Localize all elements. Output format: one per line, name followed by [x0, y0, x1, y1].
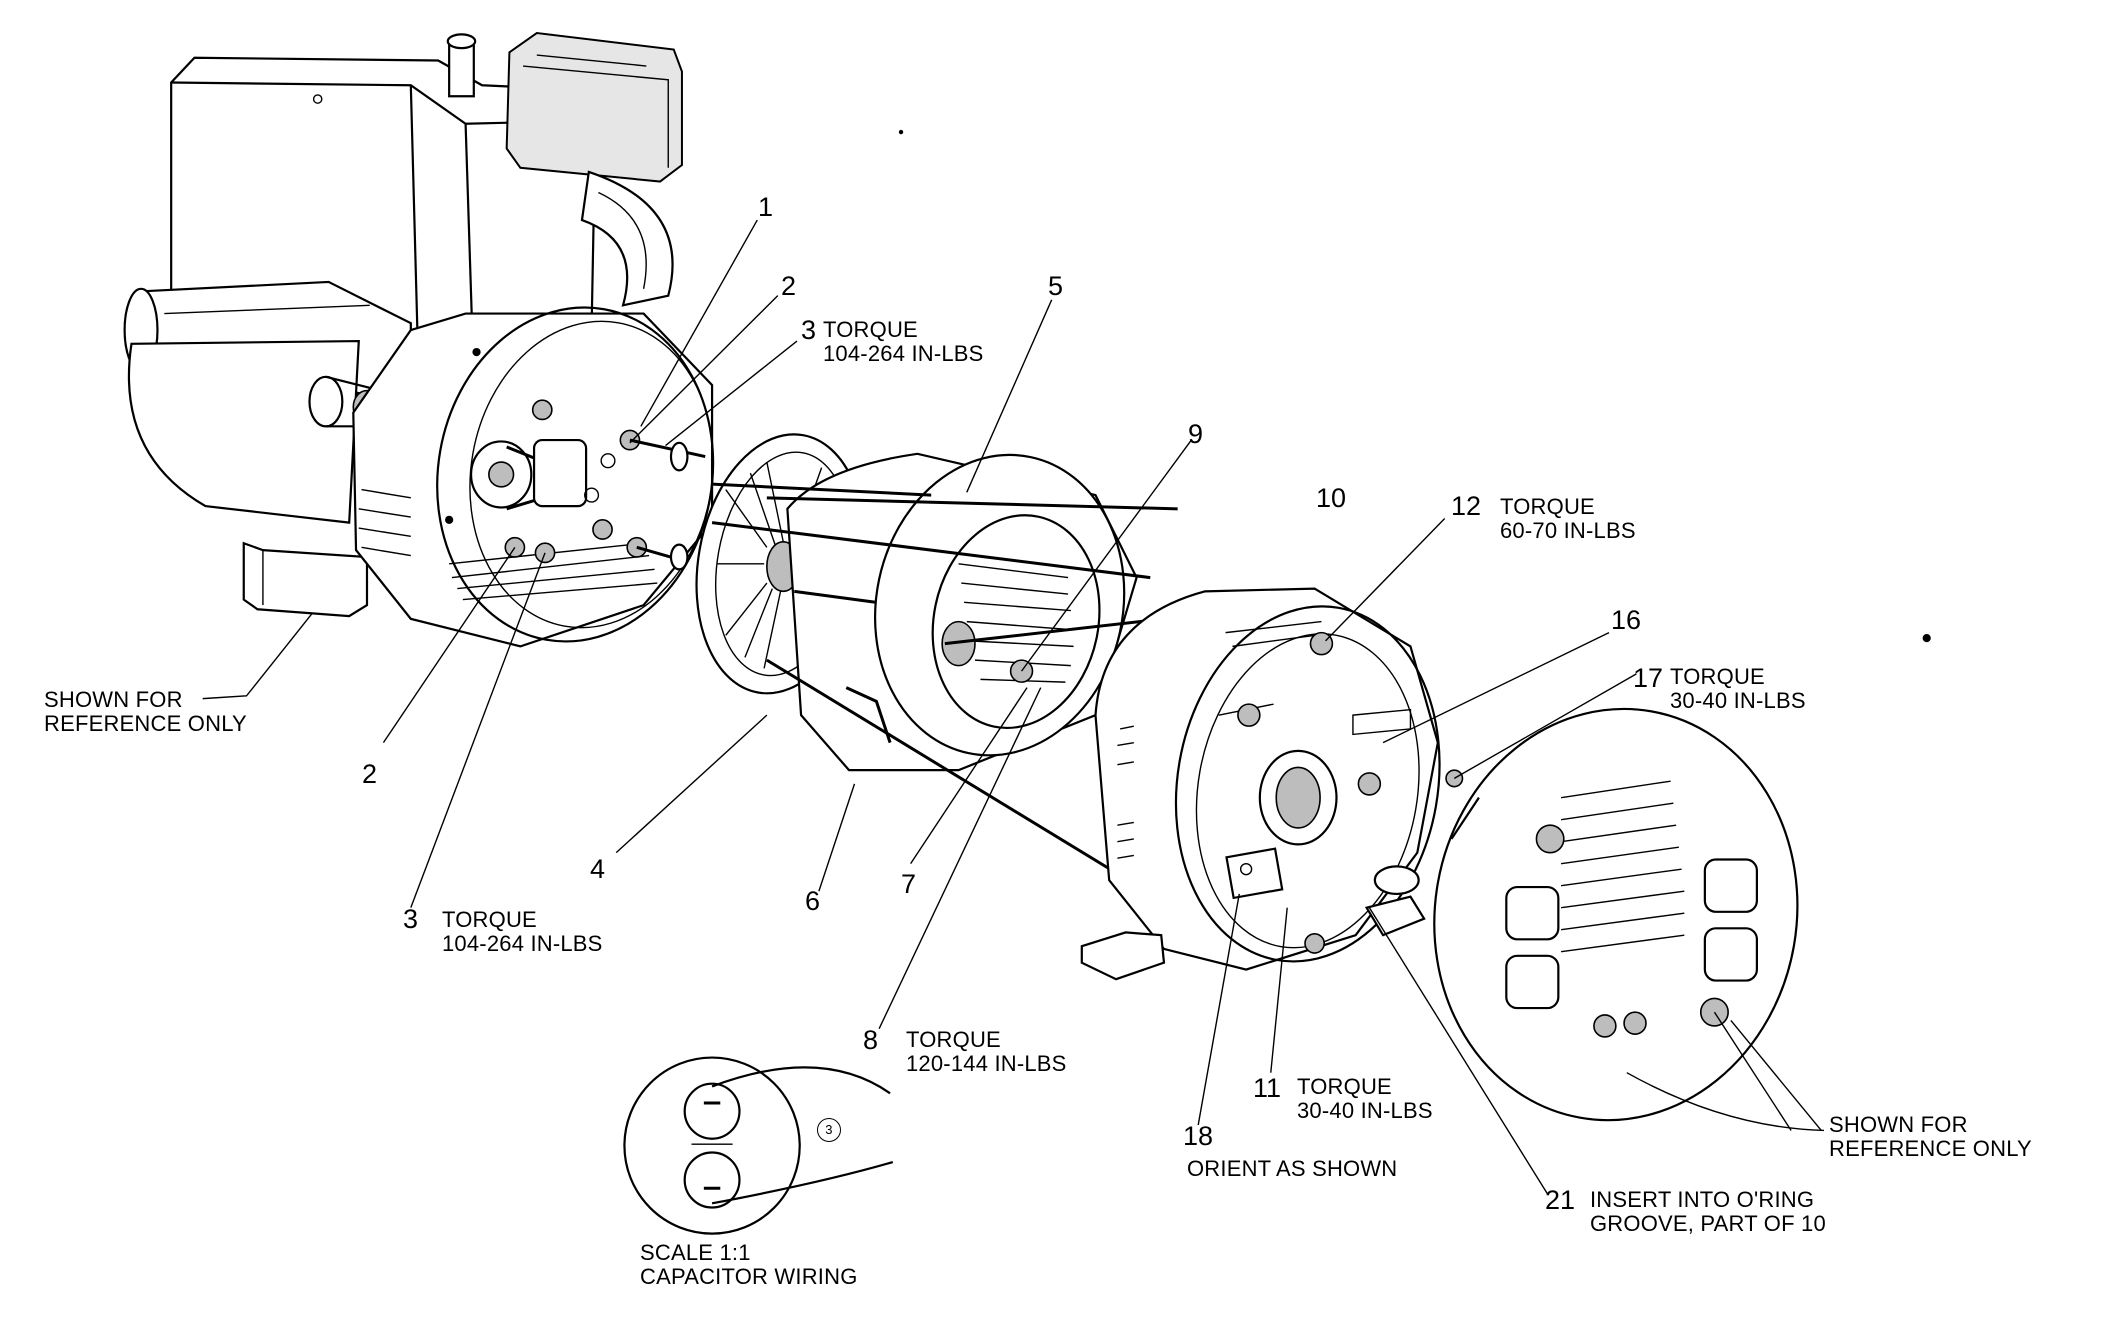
callout-11: 11	[1253, 1073, 1282, 1103]
callout-18-orient-note: ORIENT AS SHOWN	[1187, 1156, 1398, 1181]
callout-2a: 2	[781, 271, 797, 301]
capacitor-detail-caption: SCALE 1:1 CAPACITOR WIRING	[640, 1240, 858, 1289]
callout-16: 16	[1611, 605, 1642, 635]
callout-1: 1	[758, 192, 774, 222]
leader-lines	[203, 220, 1824, 1194]
reference-note-right: SHOWN FOR REFERENCE ONLY	[1829, 1112, 2032, 1161]
callout-3b: 3	[403, 904, 419, 934]
callout-4: 4	[590, 854, 606, 884]
reference-note-left: SHOWN FOR REFERENCE ONLY	[44, 687, 247, 736]
capacitor-wiring-detail	[624, 1058, 892, 1234]
callout-3a: 3	[801, 315, 817, 345]
callout-6: 6	[805, 886, 821, 916]
callout-21: 21	[1545, 1185, 1576, 1215]
callout-18: 18	[1183, 1121, 1214, 1151]
stray-mark	[1922, 633, 1931, 643]
engine-reference	[125, 33, 682, 616]
capacitor-detail-marker: 3	[817, 1118, 841, 1142]
callout-12-torque-note: TORQUE 60-70 IN-LBS	[1500, 494, 1636, 543]
callout-2b: 2	[362, 759, 378, 789]
callout-7: 7	[901, 869, 917, 899]
callout-21-oring-note: INSERT INTO O'RING GROOVE, PART OF 10	[1590, 1187, 1826, 1236]
callout-3b-torque-note: TORQUE 104-264 IN-LBS	[442, 907, 603, 956]
callout-9: 9	[1188, 419, 1204, 449]
callout-12: 12	[1451, 491, 1482, 521]
stator	[787, 431, 1151, 778]
end-bell	[1082, 585, 1467, 983]
callout-11-torque-note: TORQUE 30-40 IN-LBS	[1297, 1074, 1433, 1123]
callout-8: 8	[863, 1025, 879, 1055]
callout-10: 10	[1316, 483, 1347, 513]
callout-5: 5	[1048, 271, 1064, 301]
callout-3a-torque-note: TORQUE 104-264 IN-LBS	[823, 317, 984, 366]
callout-8-torque-note: TORQUE 120-144 IN-LBS	[906, 1027, 1067, 1076]
adapter-plate	[353, 285, 739, 663]
stray-mark	[898, 129, 904, 135]
end-cover	[1402, 680, 1829, 1149]
callout-17-torque-note: TORQUE 30-40 IN-LBS	[1670, 664, 1806, 713]
callout-17: 17	[1633, 663, 1664, 693]
